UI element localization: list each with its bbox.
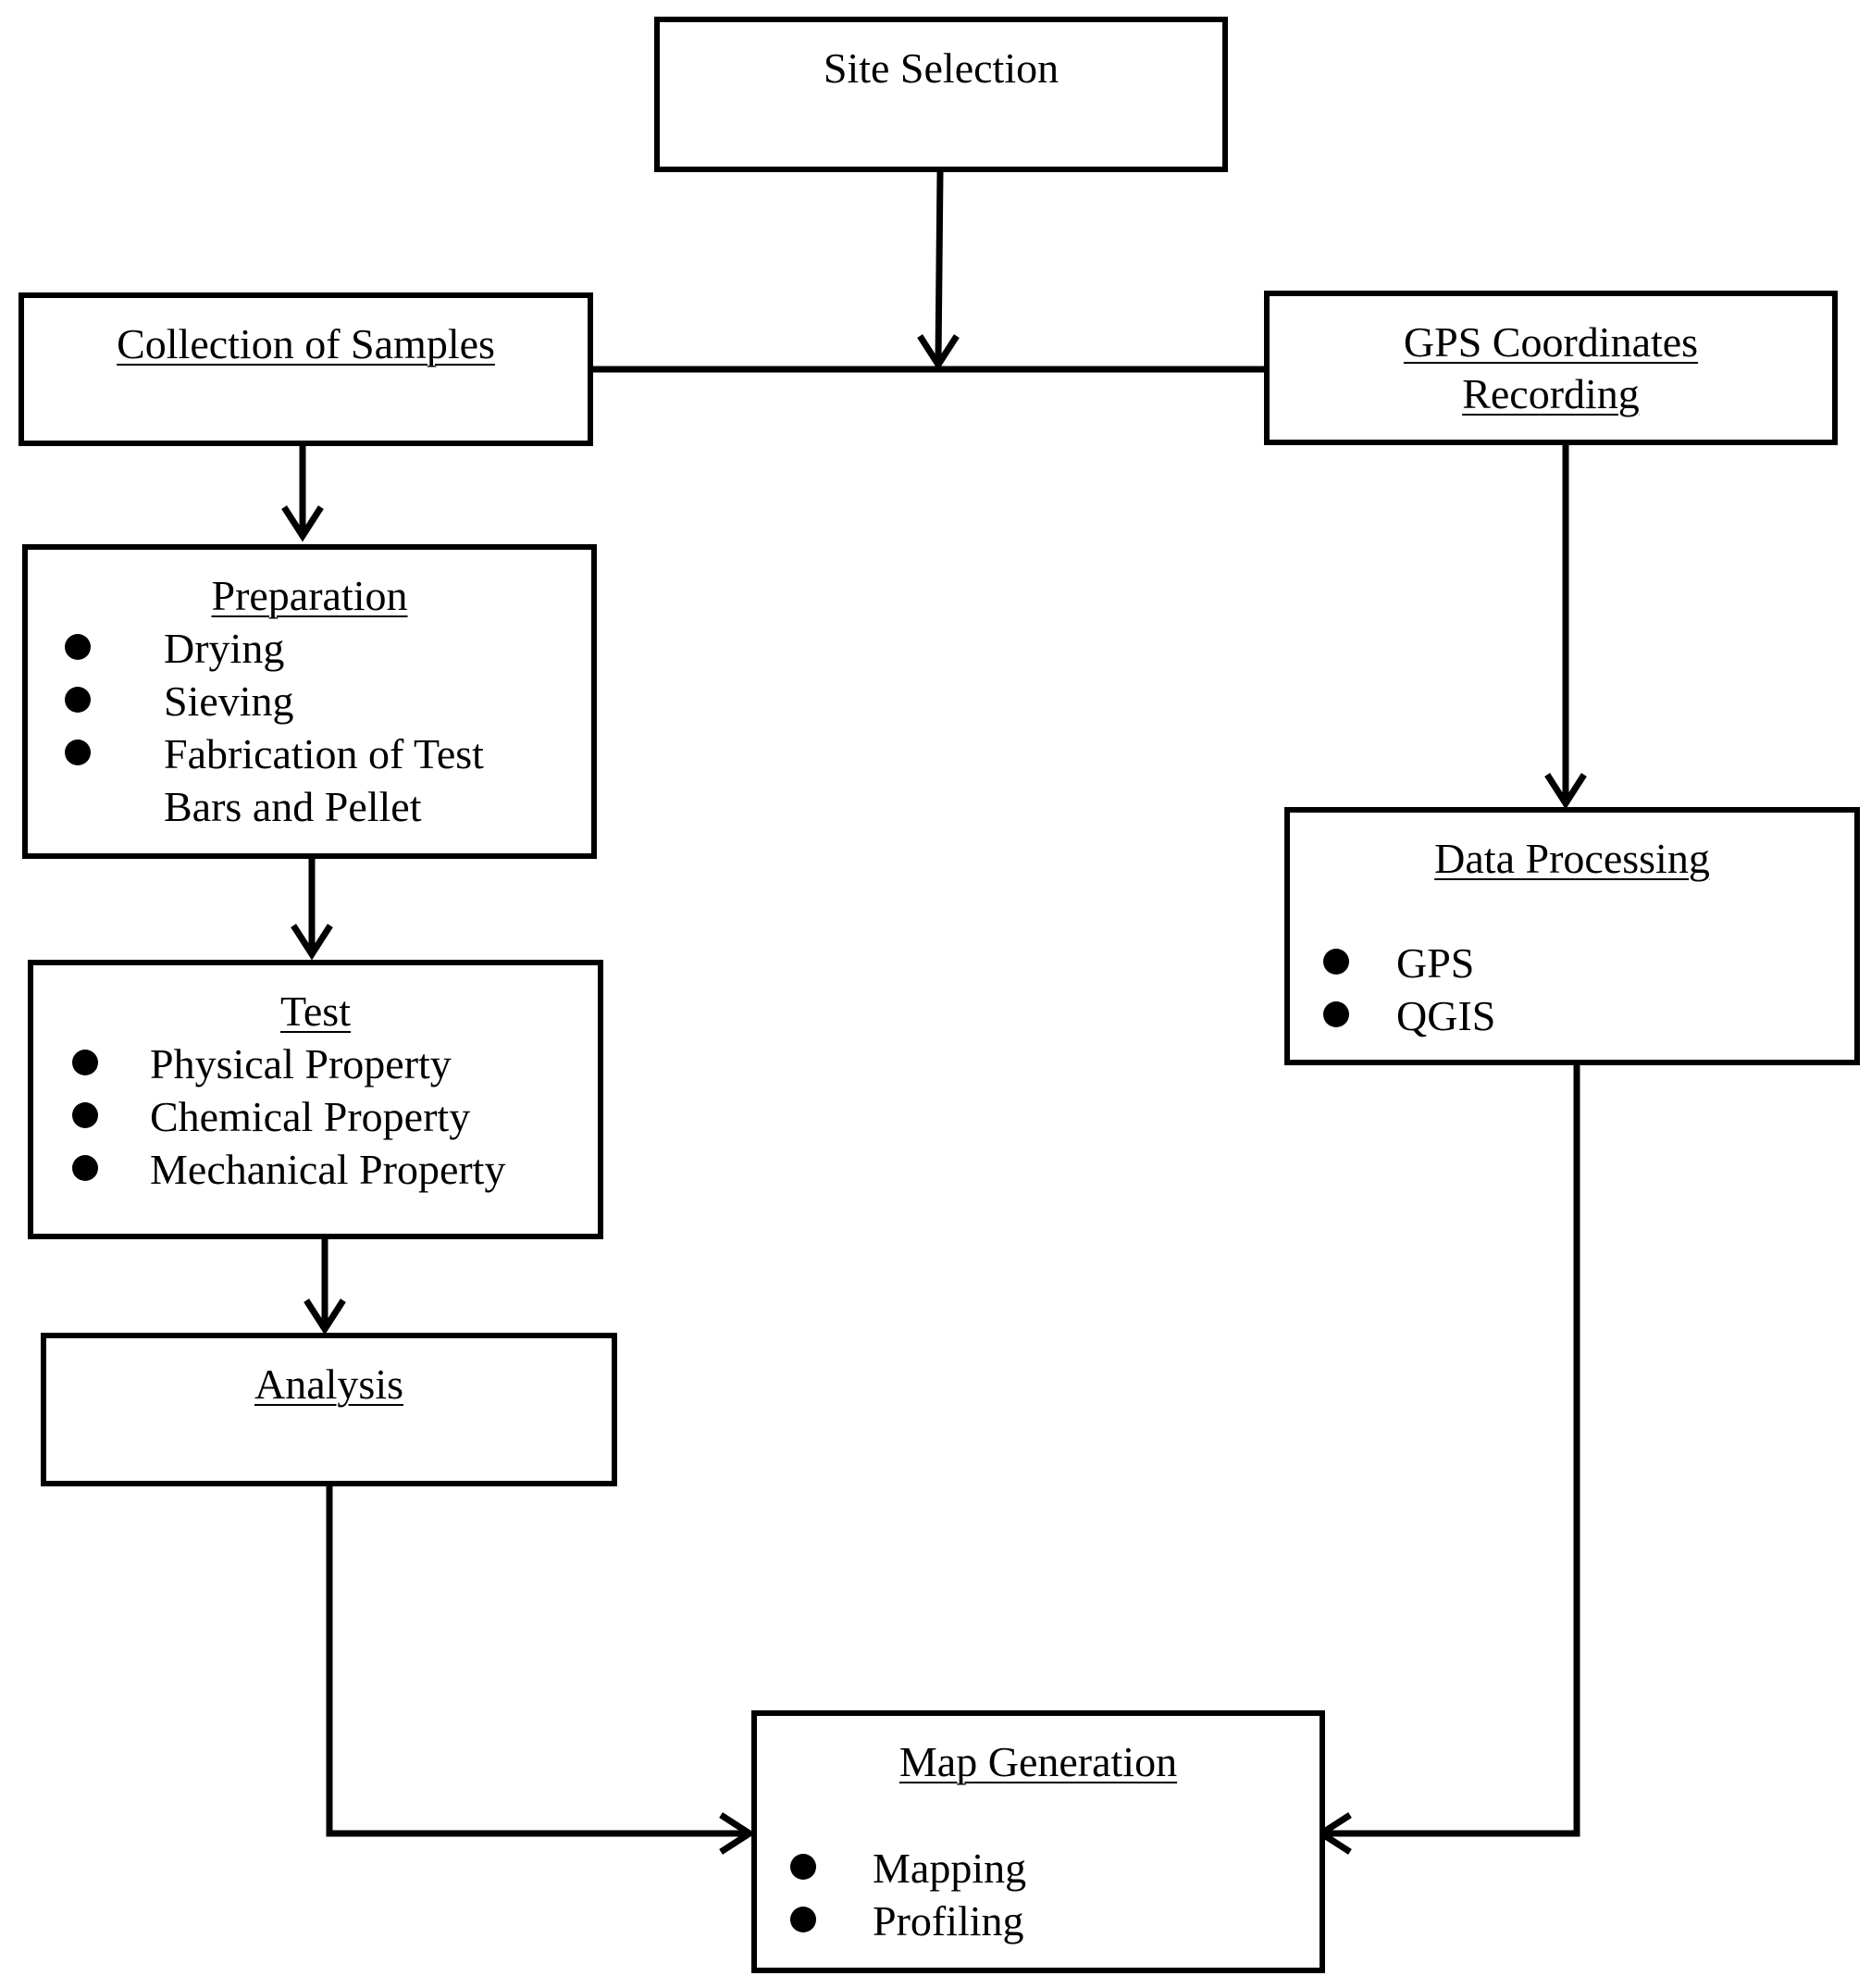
- list-item: Fabrication of Test: [65, 727, 484, 780]
- bullet-icon: [72, 1155, 98, 1181]
- bullet-icon: [790, 1907, 816, 1932]
- bullet-icon: [1323, 1001, 1349, 1027]
- preparation-box: Preparation Drying Sieving Fabrication o…: [22, 544, 597, 859]
- arrowhead-preparation: [281, 505, 324, 542]
- list-item: Mechanical Property: [72, 1143, 505, 1196]
- data-processing-list: GPS QGIS: [1323, 937, 1495, 1042]
- site-selection-title: Site Selection: [823, 44, 1059, 92]
- site-selection-box: Site Selection: [654, 17, 1228, 172]
- list-item: Sieving: [65, 675, 484, 727]
- list-item: QGIS: [1323, 989, 1495, 1042]
- gps-coordinates-recording-box: GPS Coordinates Recording: [1264, 291, 1838, 445]
- gps-recording-title-line2: Recording: [1462, 370, 1640, 417]
- bullet-icon: [1323, 949, 1349, 975]
- bullet-icon: [72, 1102, 98, 1128]
- arrowhead-site-junction: [917, 334, 960, 371]
- preparation-list: Drying Sieving Fabrication of Test Bars …: [65, 622, 484, 833]
- list-item: Chemical Property: [72, 1090, 505, 1143]
- analysis-title: Analysis: [254, 1361, 403, 1408]
- data-processing-title: Data Processing: [1434, 835, 1710, 882]
- arrowhead-analysis: [304, 1298, 346, 1336]
- list-item: Profiling: [790, 1895, 1026, 1947]
- arrowhead-data-processing: [1544, 773, 1587, 810]
- test-list: Physical Property Chemical Property Mech…: [72, 1037, 505, 1196]
- bullet-icon: [790, 1854, 816, 1880]
- gps-recording-title-line1: GPS Coordinates: [1403, 318, 1699, 366]
- connector-site-to-junction: [935, 168, 944, 365]
- map-generation-title: Map Generation: [898, 1738, 1178, 1785]
- test-title: Test: [280, 988, 351, 1035]
- map-generation-list: Mapping Profiling: [790, 1842, 1026, 1947]
- analysis-box: Analysis: [41, 1333, 617, 1486]
- bullet-icon: [65, 634, 91, 660]
- collection-of-samples-title: Collection of Samples: [117, 320, 495, 367]
- arrowhead-map-left: [719, 1812, 756, 1855]
- list-item: GPS: [1323, 937, 1495, 989]
- bullet-icon: [65, 739, 91, 765]
- arrowhead-test: [291, 924, 333, 961]
- data-processing-box: Data Processing GPS QGIS: [1284, 807, 1860, 1065]
- connector-analysis-to-map: [326, 1483, 750, 1837]
- map-generation-box: Map Generation Mapping Profiling: [751, 1710, 1325, 1973]
- list-item: Drying: [65, 622, 484, 675]
- bullet-icon: [65, 687, 91, 713]
- list-item-continuation: Bars and Pellet: [164, 783, 422, 830]
- collection-of-samples-box: Collection of Samples: [19, 292, 593, 446]
- preparation-title: Preparation: [211, 572, 408, 619]
- list-item: Mapping: [790, 1842, 1026, 1895]
- bullet-icon: [72, 1050, 98, 1075]
- test-box: Test Physical Property Chemical Property…: [28, 960, 603, 1239]
- connector-data-processing-to-map: [1321, 1062, 1580, 1837]
- list-item: Physical Property: [72, 1037, 505, 1090]
